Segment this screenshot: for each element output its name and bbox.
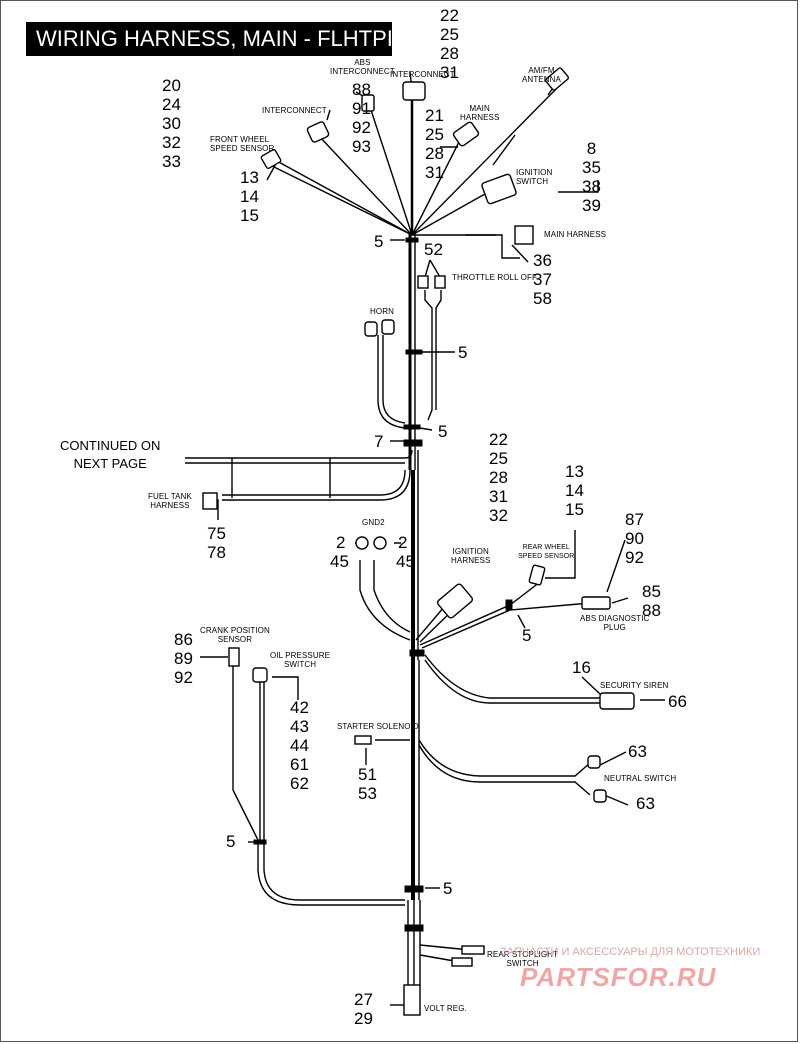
front-wheel-speed-sensor-label: FRONT WHEEL SPEED SENSOR [210,135,275,153]
clamp-top [405,237,419,243]
gnd-ring-right [373,536,387,550]
clamp-mid [405,349,423,355]
callout-ignition-harness: 22 25 28 31 32 [489,430,508,525]
page-title: WIRING HARNESS, MAIN - FLHTPI [26,22,393,56]
clamp-bottom [404,924,424,932]
callout-gnd-left-top: 2 [336,533,346,552]
callout-volt-reg: 27 29 [354,990,373,1028]
watermark-text: ЗАПЧАСТИ И АКСЕССУАРЫ ДЛЯ МОТОТЕХНИКИ [500,946,761,958]
horn-connector-b [381,319,395,335]
main-harness-right-connector [514,225,534,245]
clamp-lower [404,885,424,893]
callout-gnd-right-top: 2 [398,533,408,552]
antenna-connector [544,67,570,91]
clamp-crank [253,839,267,845]
callout-clamp-crank: 5 [226,832,236,851]
callout-clamp-top: 5 [374,232,384,251]
interconnect-top-label: INTERCONNECT [390,70,455,79]
callout-gnd-right-bot: 45 [396,552,415,571]
callout-neutral-top: 63 [628,742,647,761]
neutral-switch-connector-b [593,789,607,803]
main-harness-upper-connector [452,121,480,147]
callout-interconnect-top: 22 25 28 31 [440,6,459,82]
callout-oil-pressure: 42 43 44 61 62 [290,698,309,793]
volt-reg-connector [403,984,421,1016]
rear-stoplight-switch-label: REAR STOPLIGHT SWITCH [487,950,559,968]
continued-on-next-page: CONTINUED ON NEXT PAGE [60,438,161,471]
throttle-connector-b [434,275,446,289]
callout-throttle: 52 [424,240,443,259]
callout-crank: 86 89 92 [174,630,193,687]
callout-neutral-bot: 63 [636,794,655,813]
volt-reg-label: VOLT REG. [424,1004,467,1013]
rear-stoplight-connector-b [451,957,473,967]
main-harness-right-label: MAIN HARNESS [544,230,607,239]
callout-abs-interconnect: 88 91 92 93 [352,80,371,156]
horn-label: HORN [370,307,394,316]
callout-clamp-horn: 5 [438,422,448,441]
callout-front-wheel: 13 14 15 [240,168,259,225]
crank-sensor-connector [228,647,240,667]
ignition-harness-label: IGNITION HARNESS [451,547,491,565]
interconnect-top-connector [402,81,426,101]
rear-stoplight-connector-a [461,945,485,955]
clamp-horn [403,424,421,430]
neutral-switch-connector-a [587,755,601,769]
rear-wheel-speed-sensor-label: REAR WHEEL SPEED SENSOR [518,544,575,560]
starter-solenoid-connector [354,735,372,745]
callout-security-top: 16 [572,658,591,677]
clamp-seven [403,439,423,447]
harness-wires [185,71,665,1006]
fuel-tank-harness-label: FUEL TANK HARNESS [148,492,192,510]
callout-ignition-switch: 8 35 38 39 [582,139,601,215]
callout-starter: 51 53 [358,765,377,803]
watermark-logo: PARTSFOR.RU [520,962,717,992]
callout-abs-diag-right: 85 88 [642,582,661,620]
callout-clamp-mid: 5 [458,343,468,362]
am-fm-antenna-label: AM/FM ANTENNA [522,66,561,84]
interconnect-left-label: INTERCONNECT [262,106,327,115]
throttle-roll-off-label: THROTTLE ROLL OFF [452,273,537,282]
rear-wheel-speed-sensor-connector [528,564,546,586]
callout-security-right: 66 [668,692,687,711]
ignition-harness-connector [436,583,474,619]
callout-abs-diag-top: 87 90 92 [625,510,644,567]
starter-solenoid-label: STARTER SOLENOID [337,722,419,731]
clamp-rear [505,599,513,611]
oil-pressure-switch-connector [252,667,268,683]
callout-clamp-rear: 5 [522,626,532,645]
interconnect-left-connector [306,121,330,143]
callout-main-harness-right: 36 37 58 [533,251,552,308]
callout-interconnect-left: 20 24 30 32 33 [162,76,181,171]
ignition-switch-connector [481,173,517,205]
horn-connector-a [364,321,378,337]
callout-seven: 7 [374,432,384,451]
clamp-junction [409,649,425,657]
front-wheel-speed-sensor-connector [260,148,282,170]
ignition-switch-label: IGNITION SWITCH [516,168,553,186]
gnd-ring-left [355,536,369,550]
callout-gnd-left-bot: 45 [330,552,349,571]
oil-pressure-switch-label: OIL PRESSURE SWITCH [270,651,331,669]
fuel-tank-connector [202,492,218,510]
callout-rear-wheel: 13 14 15 [565,462,584,519]
connectors [202,67,635,1016]
security-siren-label: SECURITY SIREN [600,681,669,690]
abs-diagnostic-plug-label: ABS DIAGNOSTIC PLUG [580,614,650,632]
callout-fuel-tank: 75 78 [207,524,226,562]
neutral-switch-label: NEUTRAL SWITCH [604,774,677,783]
throttle-connector-a [417,275,429,289]
gnd2-label: GND2 [362,518,385,527]
abs-interconnect-label: ABS INTERCONNECT [330,58,395,76]
security-siren-connector [599,692,635,710]
callout-clamp-lower: 5 [443,879,453,898]
abs-interconnect-connector [361,94,375,112]
callout-main-harness-upper: 21 25 28 31 [425,106,444,182]
crank-position-sensor-label: CRANK POSITION SENSOR [200,626,270,644]
main-harness-upper-label: MAIN HARNESS [460,104,500,122]
clamps [253,237,513,932]
abs-diagnostic-plug [581,596,611,610]
